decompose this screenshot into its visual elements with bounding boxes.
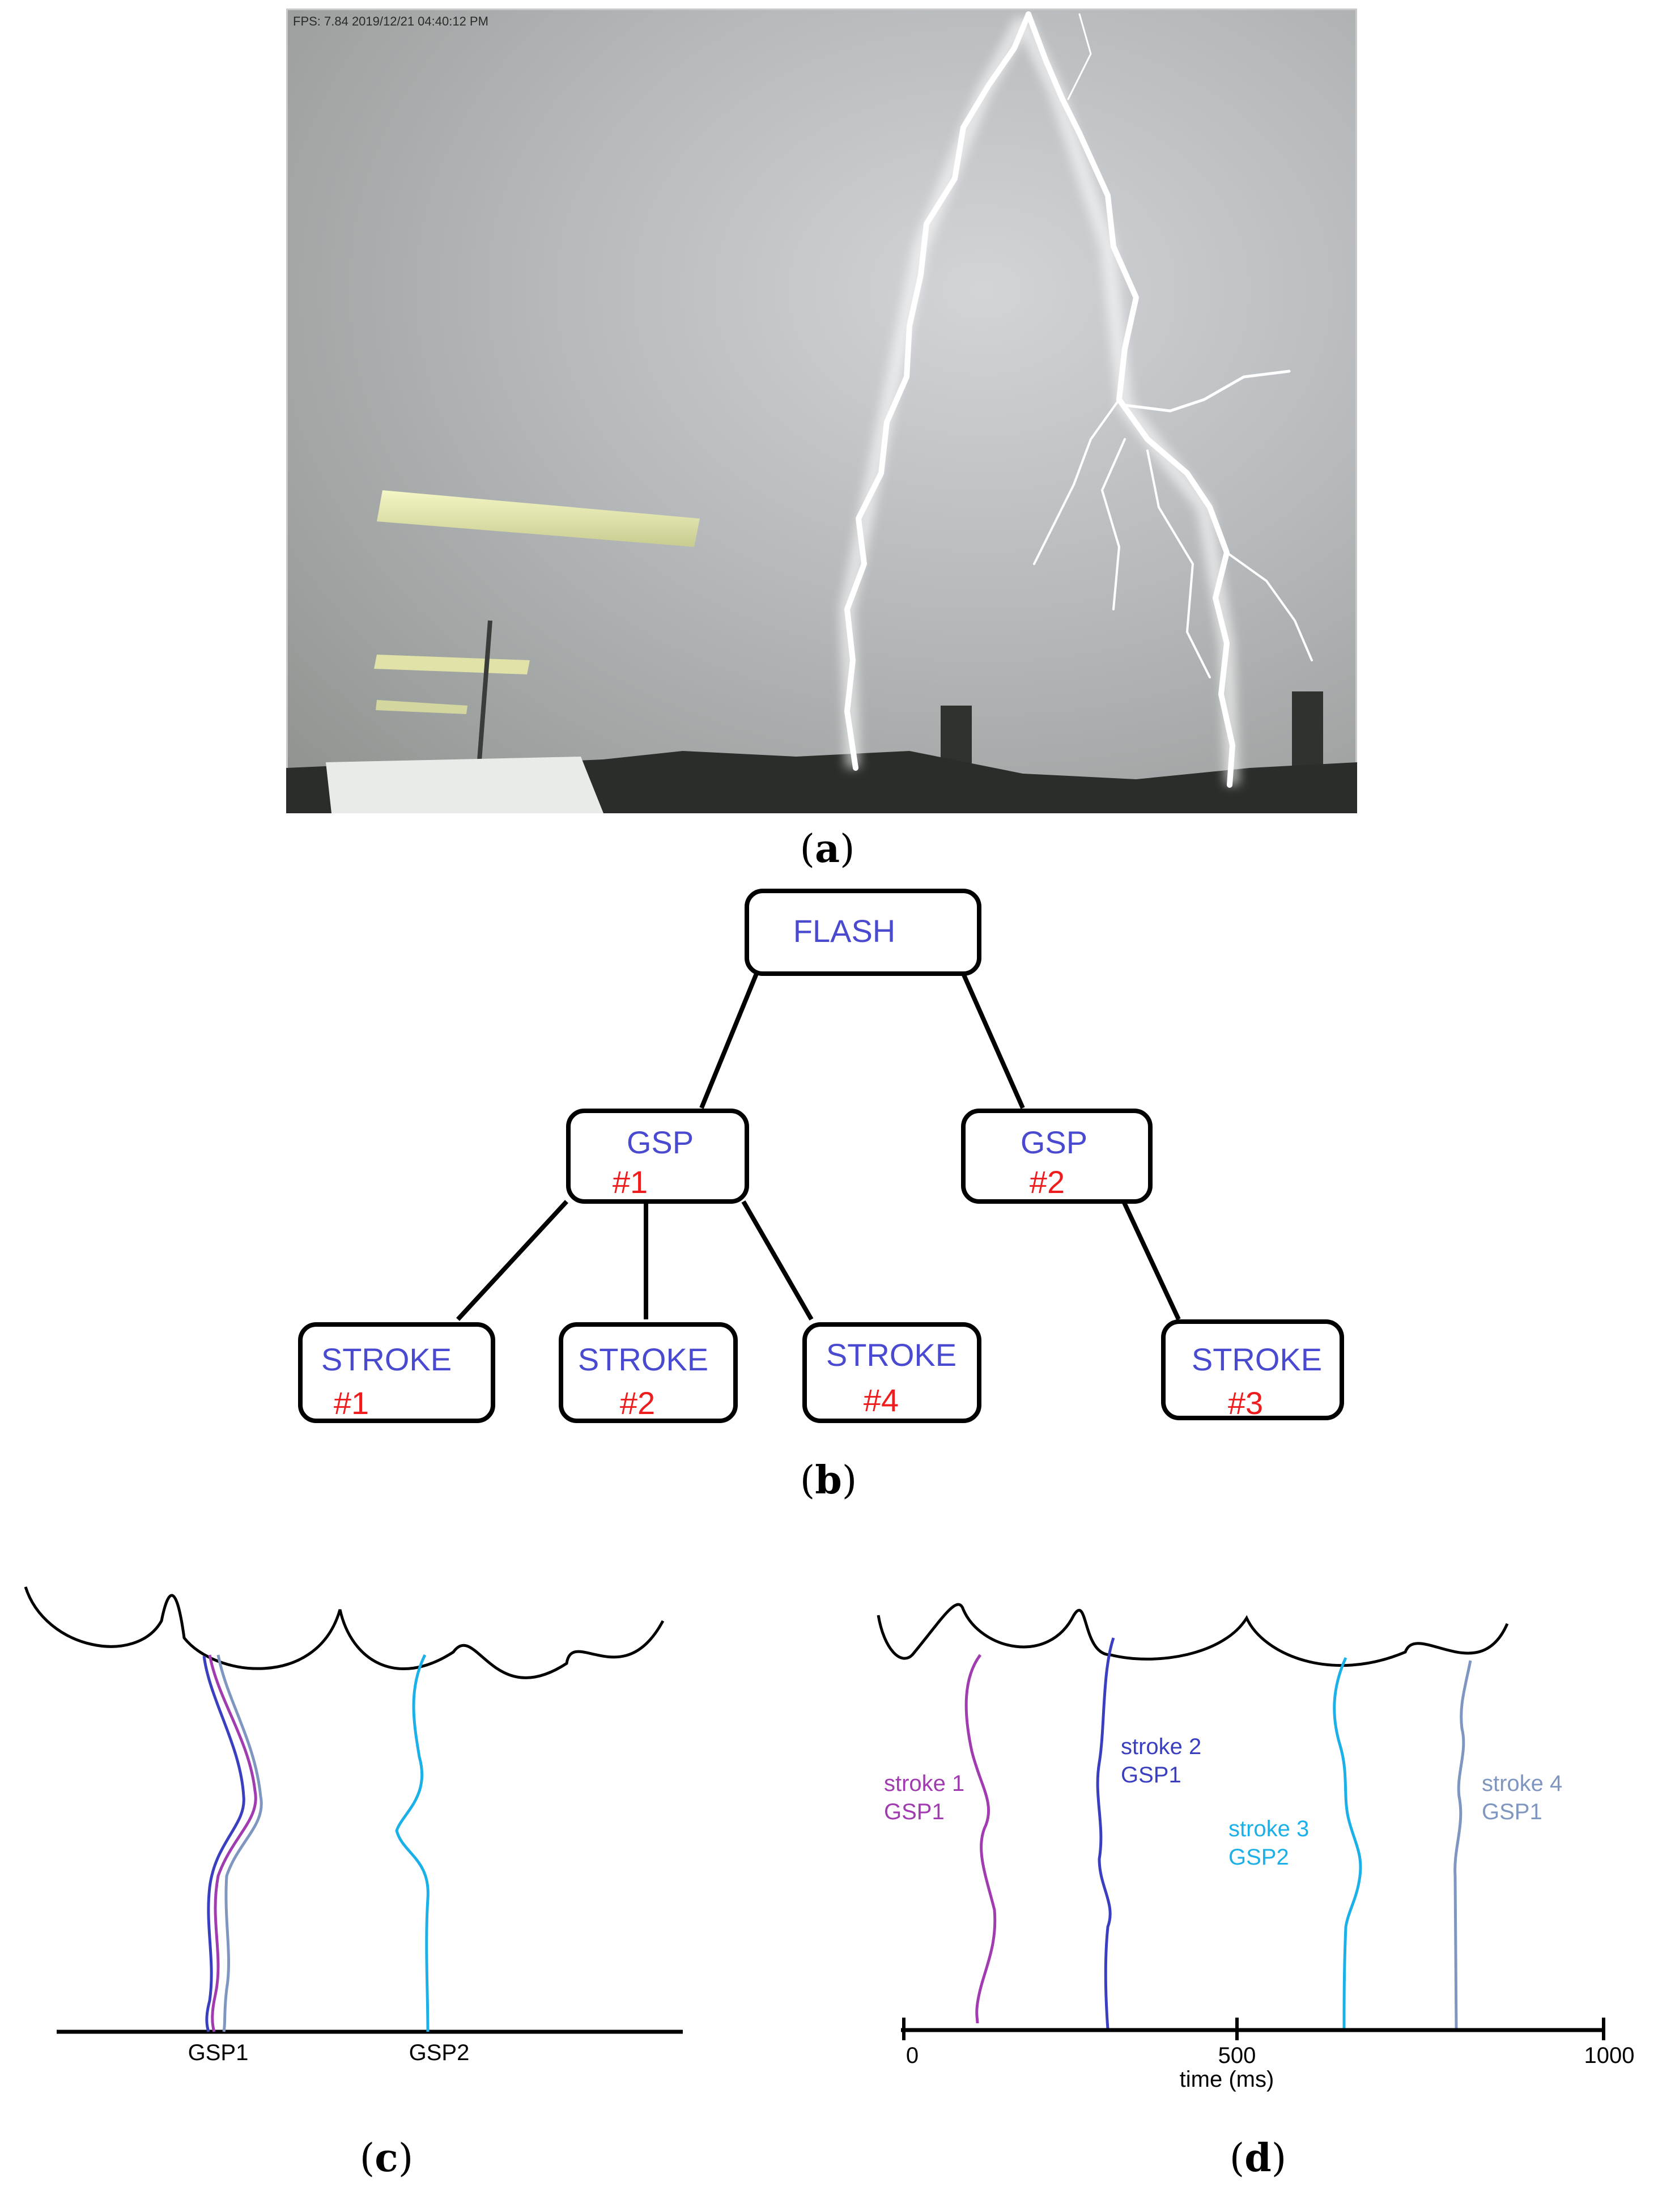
stroke-label-3-line2: GSP2 bbox=[1228, 1845, 1289, 1870]
node-stroke-2-number: #2 bbox=[620, 1385, 655, 1421]
gsp1-channels bbox=[202, 1654, 263, 2032]
node-gsp-1-number: #1 bbox=[613, 1164, 648, 1200]
stroke-label-2-line2: GSP1 bbox=[1121, 1763, 1181, 1788]
node-stroke-3-title: STROKE bbox=[1192, 1341, 1322, 1377]
channel-stroke-1 bbox=[964, 1654, 997, 2024]
channel-stroke-1 bbox=[208, 1654, 257, 2032]
node-gsp-2-number: #2 bbox=[1030, 1164, 1065, 1200]
channel-stroke-2 bbox=[1096, 1637, 1115, 2030]
node-gsp-1: GSP #1 bbox=[566, 1109, 749, 1204]
ground-label-gsp2: GSP2 bbox=[409, 2040, 470, 2065]
time-axis-label: time (ms) bbox=[1180, 2067, 1274, 2092]
white-structure bbox=[326, 757, 603, 813]
channel-stroke-3 bbox=[1333, 1657, 1362, 2030]
cloud-outline bbox=[877, 1603, 1509, 1667]
node-flash: FLASH bbox=[745, 889, 981, 976]
panel-label-a: (a) bbox=[800, 826, 855, 872]
node-flash-title: FLASH bbox=[793, 913, 896, 949]
lightning-channels bbox=[844, 11, 1313, 788]
ceiling-light bbox=[376, 700, 467, 714]
panel-label-b: (b) bbox=[800, 1458, 857, 1503]
node-stroke-3: STROKE #3 bbox=[1161, 1319, 1344, 1421]
stroke-label-2-line1: stroke 2 bbox=[1121, 1734, 1201, 1759]
time-axis-tick-label-500: 500 bbox=[1218, 2043, 1256, 2068]
stroke-label-4-line2: GSP1 bbox=[1482, 1799, 1542, 1824]
tree-diagram: FLASH GSP #1 GSP #2 STROKE #1 STROKE #2 … bbox=[298, 889, 1344, 1423]
temporal-sketch: stroke 1 GSP1 stroke 2 GSP1 stroke 3 GSP… bbox=[877, 1603, 1635, 2092]
time-axis-tick-label-0: 0 bbox=[906, 2043, 919, 2068]
photo-overlay-text: FPS: 7.84 2019/12/21 04:40:12 PM bbox=[293, 14, 488, 28]
node-stroke-2: STROKE #2 bbox=[559, 1322, 738, 1423]
stroke-label-3-line1: stroke 3 bbox=[1228, 1816, 1309, 1841]
node-gsp-2: GSP #2 bbox=[961, 1109, 1153, 1204]
tree-connectors bbox=[456, 973, 1181, 1321]
channel-stroke-3 bbox=[395, 1654, 430, 2032]
node-stroke-4-number: #4 bbox=[864, 1382, 899, 1418]
node-stroke-4-title: STROKE bbox=[826, 1337, 956, 1373]
panel-label-d: (d) bbox=[1229, 2135, 1287, 2181]
channel-stroke-2 bbox=[202, 1655, 245, 2032]
node-stroke-3-number: #3 bbox=[1228, 1385, 1263, 1421]
channel-stroke-4 bbox=[216, 1654, 263, 2032]
ceiling-light bbox=[374, 655, 530, 674]
node-stroke-1-number: #1 bbox=[334, 1385, 369, 1421]
node-gsp-1-title: GSP bbox=[627, 1124, 694, 1160]
cloud-outline bbox=[24, 1586, 665, 1679]
node-stroke-1-title: STROKE bbox=[321, 1341, 452, 1377]
spatial-sketch: GSP1 GSP2 bbox=[24, 1586, 683, 2065]
stroke-label-1-line1: stroke 1 bbox=[884, 1771, 964, 1796]
ceiling-light bbox=[377, 490, 700, 547]
lightning-photo-drawing: FPS: 7.84 2019/12/21 04:40:12 PM bbox=[286, 9, 1357, 813]
time-axis-tick-label-1000: 1000 bbox=[1584, 2043, 1635, 2068]
node-gsp-2-title: GSP bbox=[1021, 1124, 1087, 1160]
node-stroke-4: STROKE #4 bbox=[802, 1322, 981, 1423]
lightning-photo: FPS: 7.84 2019/12/21 04:40:12 PM bbox=[286, 9, 1357, 813]
stroke-label-4-line1: stroke 4 bbox=[1482, 1771, 1562, 1796]
antenna bbox=[477, 620, 492, 769]
node-stroke-1: STROKE #1 bbox=[298, 1322, 495, 1423]
ground-label-gsp1: GSP1 bbox=[188, 2040, 249, 2065]
node-stroke-2-title: STROKE bbox=[578, 1341, 708, 1377]
stroke-label-1-line2: GSP1 bbox=[884, 1799, 945, 1824]
panel-label-c: (c) bbox=[359, 2135, 414, 2181]
channel-stroke-4 bbox=[1453, 1660, 1472, 2030]
